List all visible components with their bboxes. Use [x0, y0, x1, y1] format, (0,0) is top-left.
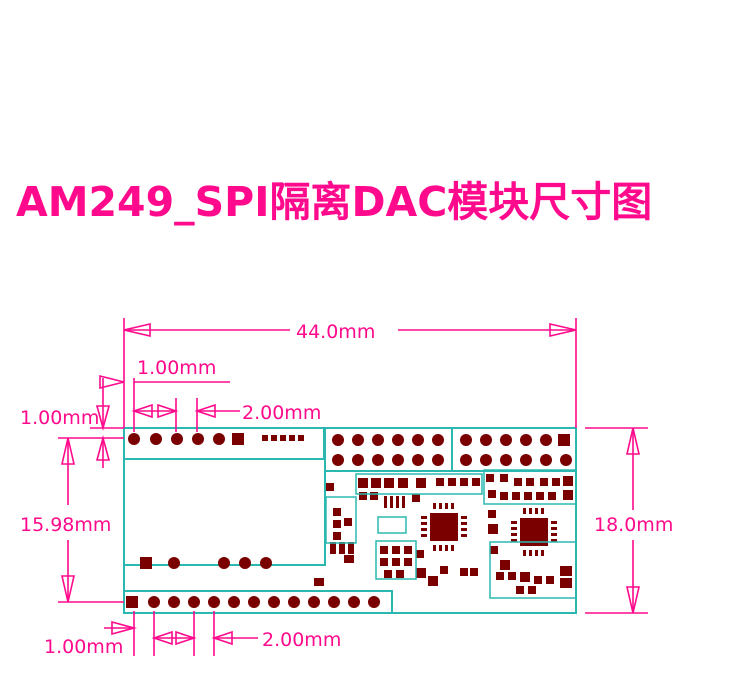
dimension-lines	[58, 318, 648, 656]
label-overall-width: 44.0mm	[296, 321, 375, 343]
label-edge-offset-top: 1.00mm	[20, 407, 99, 429]
label-pin-pitch-top: 2.00mm	[242, 402, 321, 424]
diagram-title: AM249_SPI隔离DAC模块尺寸图	[16, 178, 653, 226]
dimension-arrowheads	[60, 322, 641, 646]
dimension-labels: 44.0mm 18.0mm 15.98mm 1.00mm 1.00mm 2.00…	[20, 321, 673, 658]
pcb-pads	[126, 433, 573, 608]
module-window	[123, 458, 326, 566]
label-pin-row-spacing: 15.98mm	[20, 514, 111, 536]
right-header-outline	[324, 427, 577, 472]
label-pin-pitch-bottom: 2.00mm	[262, 629, 341, 651]
label-pin-row-offset-top: 1.00mm	[137, 357, 216, 379]
label-edge-offset-bottom: 1.00mm	[44, 636, 123, 658]
label-overall-height: 18.0mm	[594, 514, 673, 536]
